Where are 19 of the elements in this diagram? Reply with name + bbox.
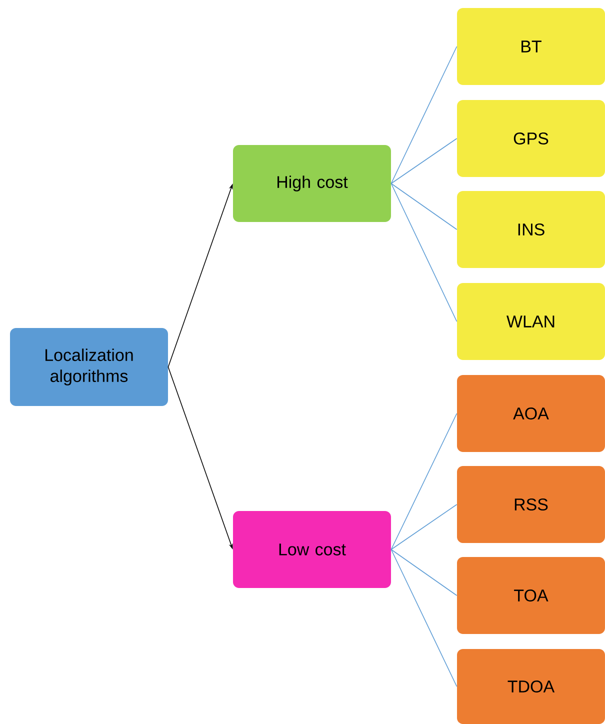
method-box: GPS bbox=[457, 100, 605, 177]
method-box: WLAN bbox=[457, 283, 605, 360]
method-box: TDOA bbox=[457, 649, 605, 724]
category-box: Low cost bbox=[233, 511, 391, 588]
method-box: INS bbox=[457, 191, 605, 268]
method-box: BT bbox=[457, 8, 605, 85]
connector-line bbox=[390, 504, 458, 550]
connector-line bbox=[390, 413, 458, 550]
connector-line bbox=[390, 183, 458, 230]
connector-line bbox=[390, 46, 458, 184]
root-box: Localization algorithms bbox=[10, 328, 168, 406]
category-box: High cost bbox=[233, 145, 391, 222]
method-box: TOA bbox=[457, 557, 605, 634]
connector-line bbox=[390, 549, 458, 596]
connector-line bbox=[390, 138, 458, 184]
method-box: AOA bbox=[457, 375, 605, 452]
connector-line bbox=[390, 183, 458, 322]
connector-line bbox=[390, 549, 458, 687]
method-box: RSS bbox=[457, 466, 605, 543]
